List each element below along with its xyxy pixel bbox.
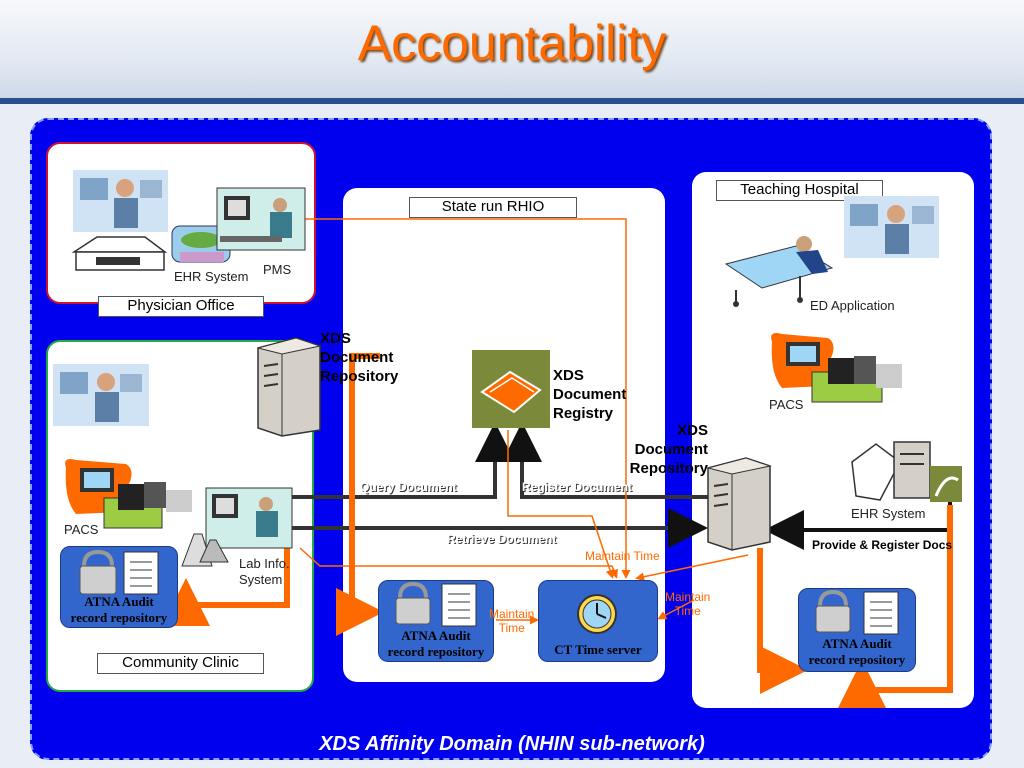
register-document-label: Register Document (522, 480, 633, 494)
atna-label-hospital: ATNA Audit record repository (798, 636, 916, 668)
atna-label-line1: ATNA Audit (84, 594, 154, 609)
affinity-domain-label: XDS Affinity Domain (NHIN sub-network) (319, 733, 705, 755)
physician-office-label: Physician Office (98, 296, 264, 317)
provide-register-label: Provide & Register Docs (812, 538, 953, 552)
atna-label-line2: record repository (387, 644, 485, 659)
xds-registry-line3: Registry (553, 405, 614, 422)
atna-label-line2: record repository (70, 610, 168, 625)
clinic-people-icon (53, 364, 149, 426)
hospital-people-icon (844, 196, 939, 258)
office-building-icon (71, 236, 168, 271)
audit-notepad-icon (123, 551, 159, 595)
pms-label: PMS (263, 262, 292, 277)
atna-label-line1: ATNA Audit (822, 636, 892, 651)
xds-repository-right-line3: Repository (629, 460, 708, 477)
community-clinic-label: Community Clinic (97, 653, 264, 674)
physician-people-icon (73, 170, 168, 232)
atna-label-rhio: ATNA Audit record repository (378, 628, 494, 660)
pms-workstation-icon (216, 187, 306, 251)
ct-time-server-label: CT Time server (554, 642, 642, 657)
lab-info-line1: Lab Info. (239, 556, 290, 571)
xds-repository-left-line3: Repository (320, 368, 399, 385)
audit-notepad-icon (863, 591, 899, 635)
audit-arrow-clinic (162, 520, 290, 626)
lab-system-icon (181, 487, 293, 567)
xds-registry-line1: XDS (553, 367, 584, 384)
lock-icon (395, 581, 431, 625)
atna-label-clinic: ATNA Audit record repository (60, 594, 178, 626)
rhio-label: State run RHIO (409, 197, 577, 218)
teaching-hospital-label: Teaching Hospital (716, 180, 883, 201)
query-document-connector (292, 422, 515, 499)
maintain-time-top-label: Maintain Time (585, 549, 660, 563)
lock-icon (79, 549, 117, 595)
ed-application-icon (724, 236, 834, 307)
xds-repository-left-line2: Document (320, 349, 394, 366)
maintain-time-right-line1: Maintain (665, 590, 711, 604)
ed-application-label: ED Application (810, 298, 895, 313)
maintain-time-right-label: Maintain Time (665, 590, 710, 618)
ehr-hospital-server-icon (851, 441, 962, 502)
query-document-label: Query Document (360, 480, 457, 494)
xds-repository-right-label: XDS Document Repository (614, 421, 708, 478)
xds-registry-line2: Document (553, 386, 627, 403)
audit-arrow-left-repository (336, 353, 384, 636)
title-rule (0, 98, 1024, 104)
xds-repository-right-line2: Document (634, 441, 708, 458)
atna-label-line2: record repository (808, 652, 906, 667)
maintain-time-lines (299, 218, 749, 625)
ehr-system-hospital-label: EHR System (851, 506, 926, 521)
maintain-time-left-line2: Time (498, 621, 525, 635)
maintain-time-right-line2: Time (674, 604, 701, 618)
lab-info-line2: System (239, 572, 283, 587)
xds-repository-left-label: XDS Document Repository (320, 329, 398, 386)
title-bar (0, 0, 1024, 100)
maintain-time-left-label: Maintain Time (489, 607, 534, 635)
atna-label-line1: ATNA Audit (401, 628, 471, 643)
ehr-system-label: EHR System (174, 269, 249, 284)
xds-repository-left-line1: XDS (320, 330, 351, 347)
ehr-workstation-icon (171, 225, 231, 263)
clock-icon (577, 594, 617, 634)
xds-repository-right-server-icon (707, 457, 772, 551)
page-title: Accountability (357, 15, 667, 71)
lock-icon (815, 589, 851, 633)
pacs-hospital-icon (771, 333, 902, 403)
lab-info-system-label: Lab Info. System (239, 556, 290, 588)
audit-notepad-icon (441, 583, 477, 627)
pacs-hospital-label: PACS (769, 397, 804, 412)
pacs-clinic-label: PACS (64, 522, 99, 537)
xds-repository-right-line1: XDS (677, 422, 708, 439)
pacs-clinic-icon (65, 459, 192, 529)
xds-repository-left-server-icon (257, 337, 322, 437)
maintain-time-left-line1: Maintain (489, 607, 535, 621)
retrieve-document-label: Retrieve Document (447, 532, 557, 546)
audit-arrow-hospital (757, 505, 953, 708)
xds-registry-label: XDS Document Registry (553, 366, 626, 423)
xds-registry-book-icon (472, 350, 550, 428)
register-document-connector (502, 422, 708, 499)
